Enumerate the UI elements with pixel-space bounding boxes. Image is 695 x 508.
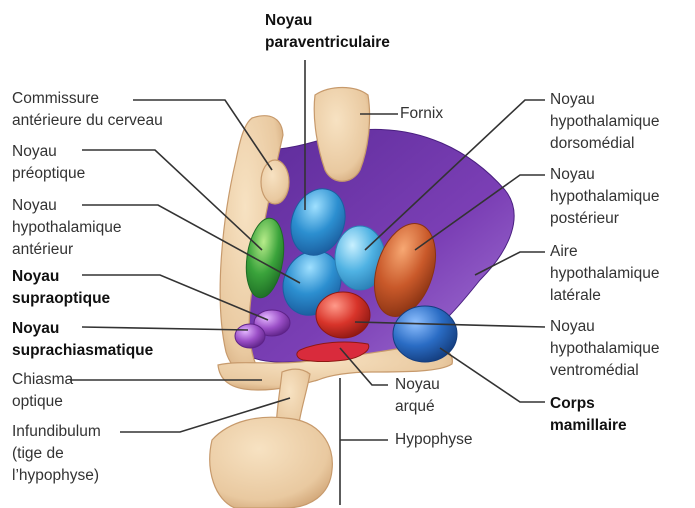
label-noyau-suprachiasmatique: Noyau suprachiasmatique	[12, 318, 153, 362]
label-commissure-anterieure: Commissure antérieure du cerveau	[12, 88, 163, 132]
label-noyau-hypothalamique-anterieur: Noyau hypothalamique antérieur	[12, 195, 121, 261]
label-hypophyse: Hypophyse	[395, 429, 473, 451]
label-fornix: Fornix	[400, 103, 443, 125]
label-noyau-supraoptique: Noyau supraoptique	[12, 266, 110, 310]
label-noyau-preoptique: Noyau préoptique	[12, 141, 85, 185]
label-infundibulum: Infundibulum (tige de l’hypophyse)	[12, 421, 101, 487]
label-noyau-hypothalamique-dorsomedial: Noyau hypothalamique dorsomédial	[550, 89, 659, 155]
ventromedial-nucleus-shape	[316, 292, 370, 338]
label-noyau-paraventriculaire: Noyau paraventriculaire	[265, 10, 390, 54]
label-chiasma-optique: Chiasma optique	[12, 369, 73, 413]
label-corps-mamillaire: Corps mamillaire	[550, 393, 627, 437]
suprachiasmatic-nucleus-shape	[235, 324, 265, 348]
label-aire-hypothalamique-laterale: Aire hypothalamique latérale	[550, 241, 659, 307]
anterior-commissure-shape	[261, 160, 289, 204]
label-noyau-arque: Noyau arqué	[395, 374, 440, 418]
leader-mamillaire	[440, 348, 545, 402]
pituitary-shape	[210, 417, 333, 508]
label-noyau-hypothalamique-posterieur: Noyau hypothalamique postérieur	[550, 164, 659, 230]
label-noyau-hypothalamique-ventromedial: Noyau hypothalamique ventromédial	[550, 316, 659, 382]
